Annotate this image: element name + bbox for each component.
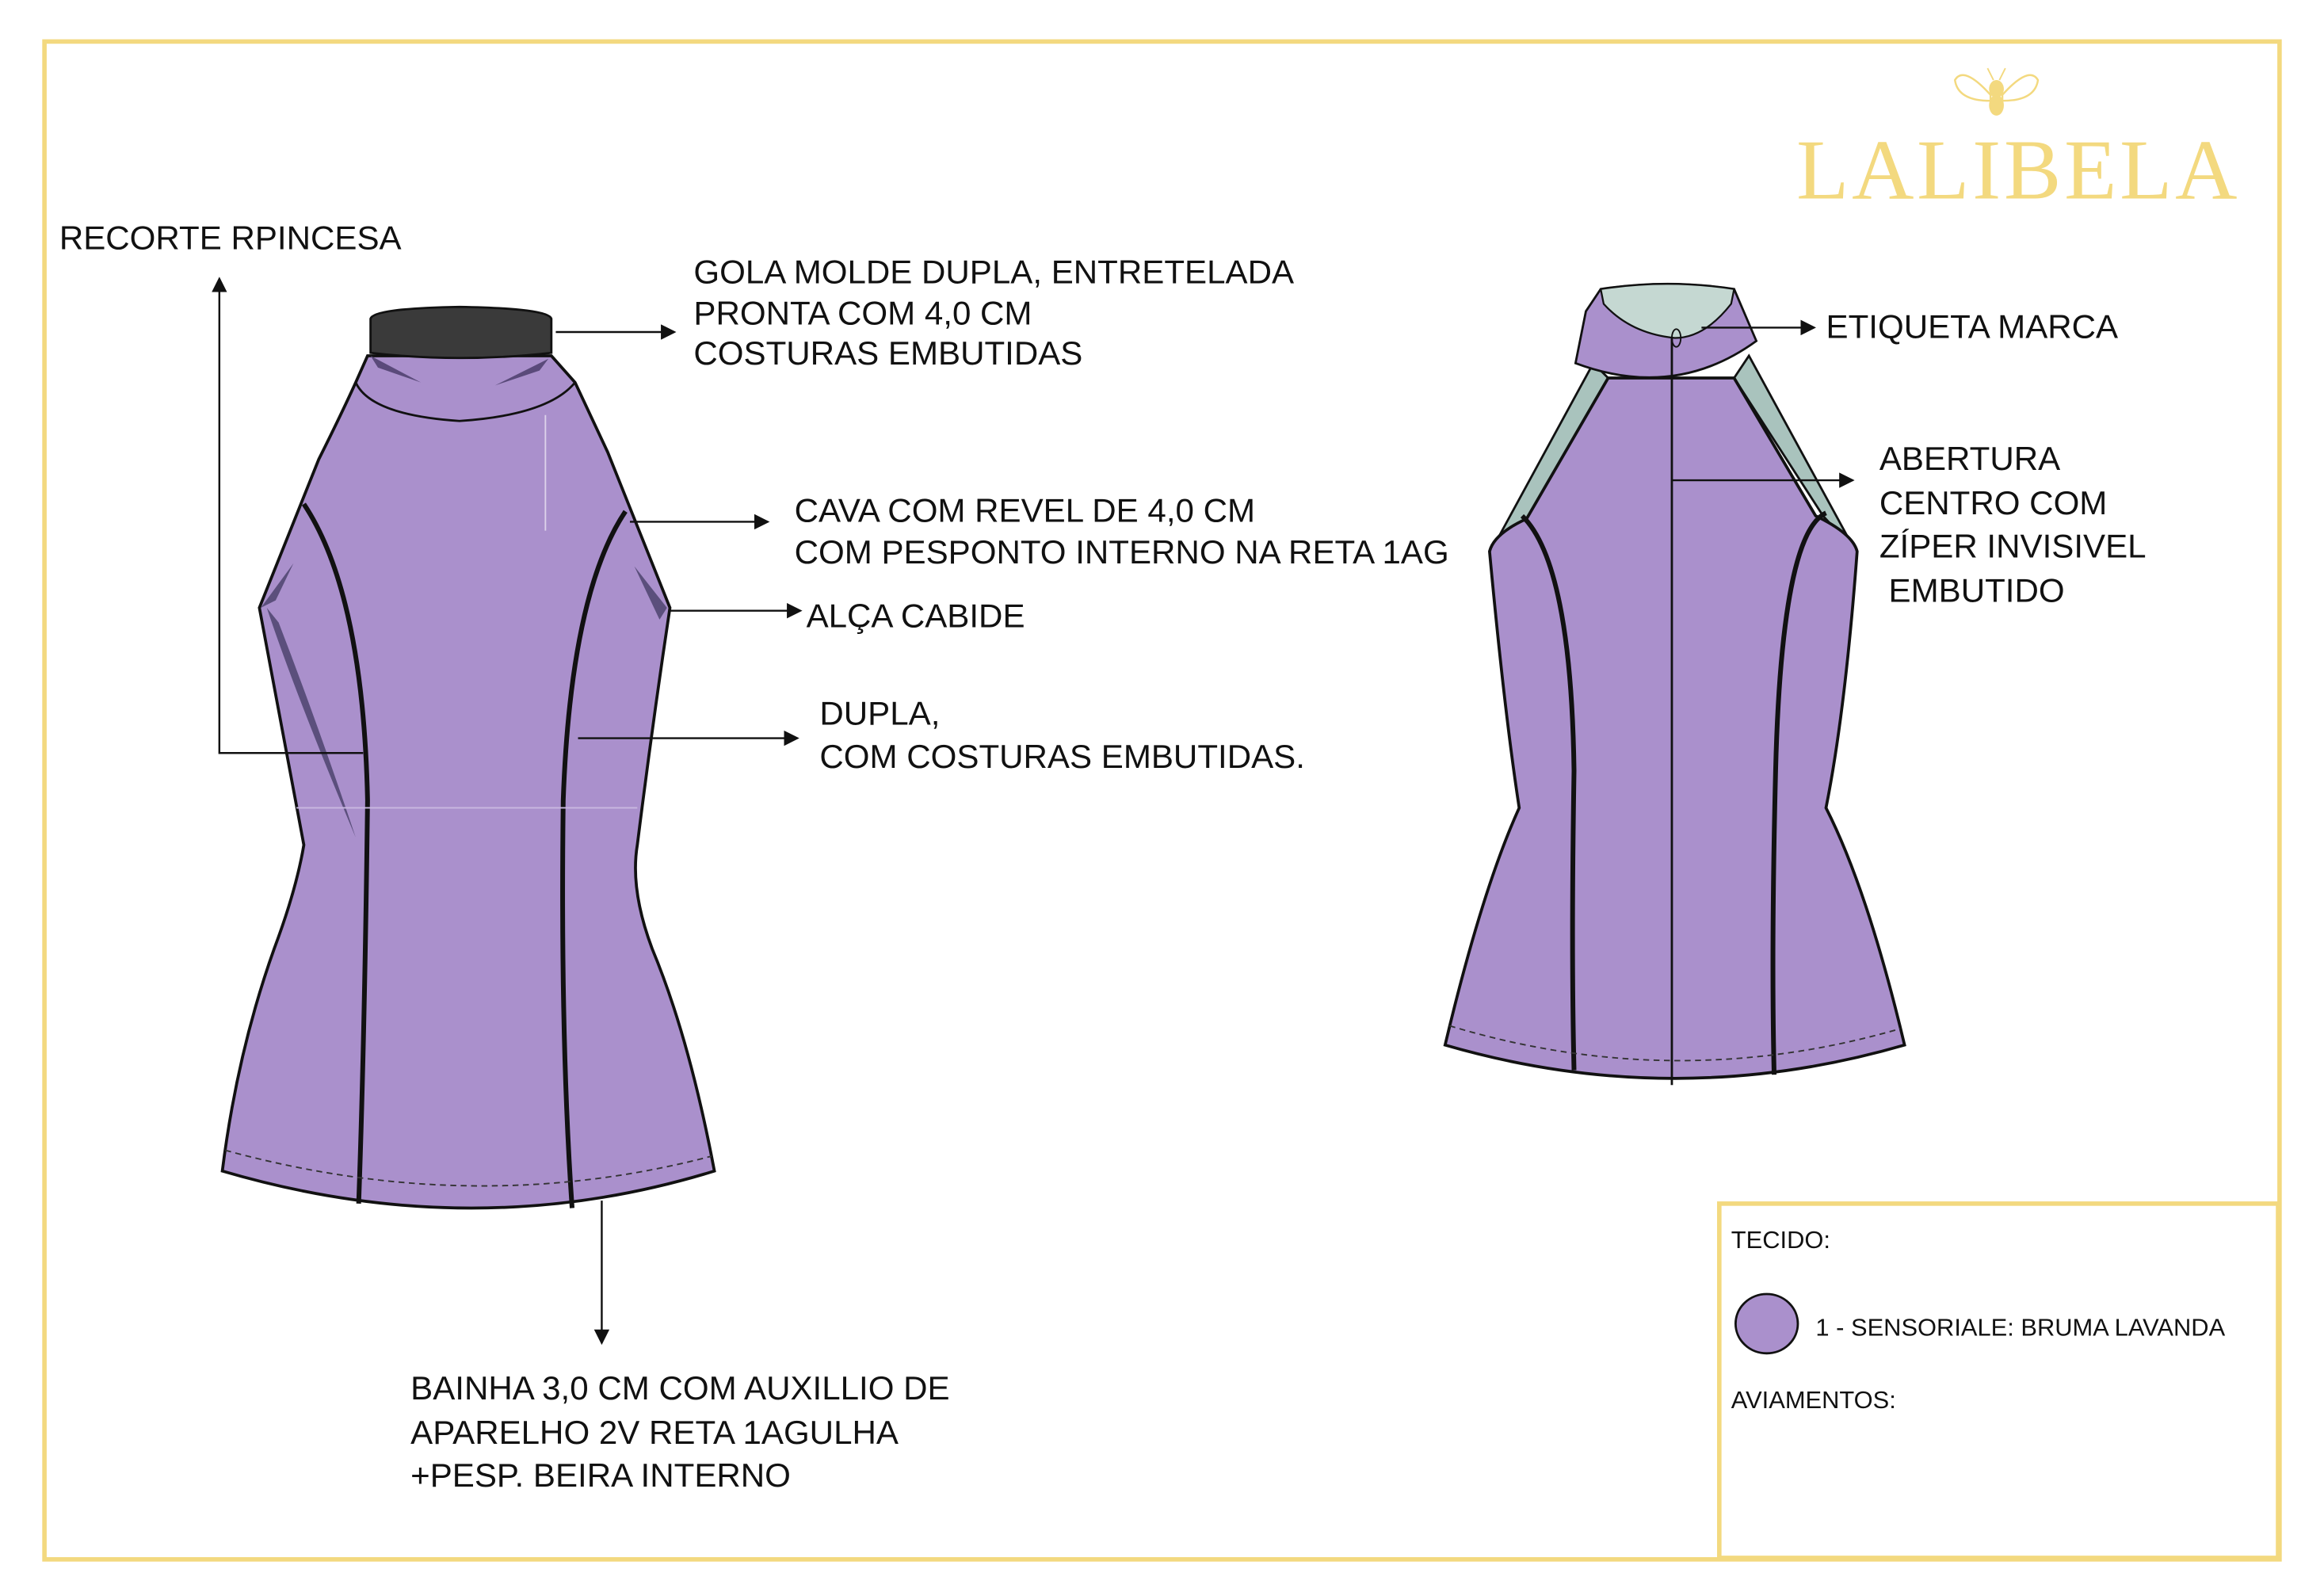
label-abertura-line2: CENTRO COM [1879,484,2108,521]
label-abertura-line4: EMBUTIDO [1879,571,2065,609]
front-view-garment [220,305,716,1210]
label-bainha-line3: +PESP. BEIRA INTERNO [410,1456,791,1494]
tecido-label: TECIDO: [1731,1226,1830,1254]
label-bainha-line2: APARELHO 2V RETA 1AGULHA [410,1414,899,1451]
label-cava-line1: CAVA COM REVEL DE 4,0 CM [795,491,1255,529]
brand-logo: LALIBELA [1796,67,2240,218]
back-view-garment [1443,282,1906,1086]
brand-name: LALIBELA [1796,123,2240,218]
bee-icon [1953,67,2040,116]
label-gola-line1: GOLA MOLDE DUPLA, ENTRETELADA [693,253,1294,290]
fabric-swatch [1734,1292,1799,1355]
label-bainha-line1: BAINHA 3,0 CM COM AUXILLIO DE [410,1369,949,1407]
label-gola-line2: PRONTA COM 4,0 CM [693,295,1032,332]
fabric-name: 1 - SENSORIALE: BRUMA LAVANDA [1815,1313,2225,1341]
spec-box: TECIDO: 1 - SENSORIALE: BRUMA LAVANDA AV… [1717,1201,2280,1560]
label-recorte-princesa: RECORTE RPINCESA [59,219,402,256]
aviamentos-label: AVIAMENTOS: [1731,1386,1896,1414]
label-dupla-line2: COM COSTURAS EMBUTIDAS. [819,738,1305,775]
label-abertura-line1: ABERTURA [1879,440,2060,477]
label-etiqueta-marca: ETIQUETA MARCA [1826,308,2119,346]
label-alca-cabide: ALÇA CABIDE [807,597,1025,634]
label-cava-line2: COM PESPONTO INTERNO NA RETA 1AG [795,533,1449,571]
label-abertura-line3: ZÍPER INVISIVEL [1879,527,2147,564]
page-frame [42,39,2282,1562]
label-dupla-line1: DUPLA, [819,695,940,732]
label-gola-line3: COSTURAS EMBUTIDAS [693,334,1082,372]
